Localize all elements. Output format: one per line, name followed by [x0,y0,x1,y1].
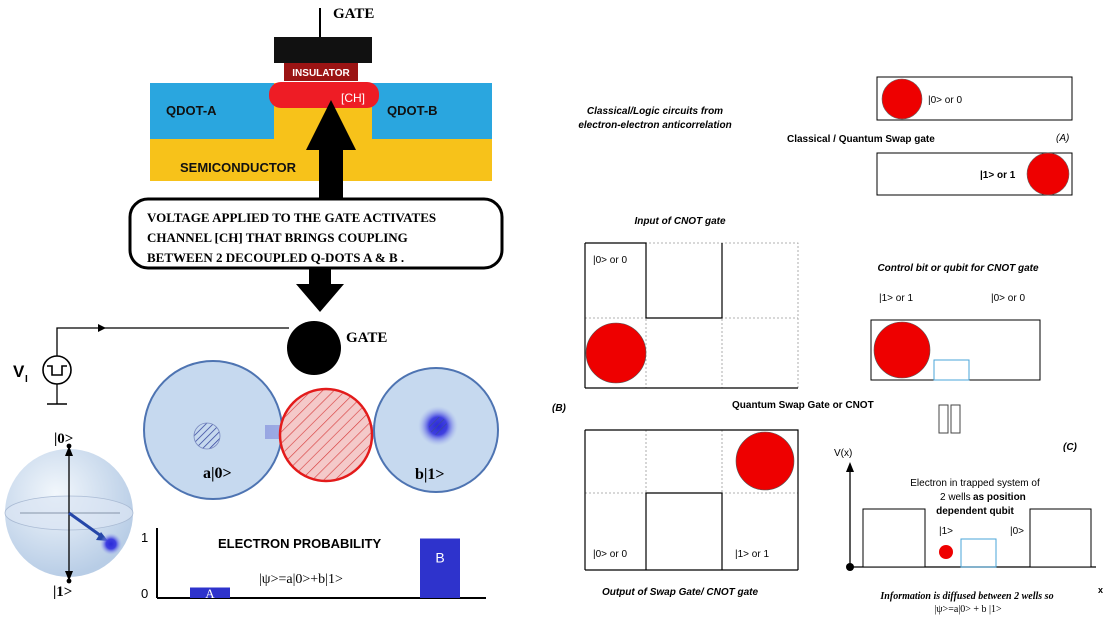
electron-a-hatched [193,422,221,450]
cnot-panel: Input of CNOT gate |0> or 0 Control bit … [552,216,1041,598]
state-a-label: a|0> [203,465,232,482]
well-state0-label: |0> [1010,526,1024,537]
well-empty-site [960,538,997,568]
prob-bar-b [420,538,460,598]
prob-y-bottom: 0 [141,586,148,601]
well-barrier-right [1029,508,1092,568]
channel-dot-hatch [281,390,371,480]
device-diagram: GATE INSULATOR [CH] QDOT-A QDOT-B SEMICO… [128,6,504,312]
wells-x-axis-label: x [1098,585,1103,595]
circuit-gate-label: GATE [346,330,387,346]
insulator-layer [284,63,358,81]
output-left-label: |0> or 0 [593,549,627,560]
bloch-bottom-label: |1> [53,584,72,600]
input-electron [585,322,647,384]
well-barrier-left [862,508,926,568]
control-1-label: |1> or 1 [879,293,913,304]
parallel-bar-right [950,404,961,434]
prob-bar-a [190,587,230,598]
well-electron [939,545,953,559]
prob-title: ELECTRON PROBABILITY [218,536,382,551]
z-axis-top-arrow [65,446,73,456]
classical-title-line1: Classical/Logic circuits from [587,106,723,117]
control-title: Control bit or qubit for CNOT gate [877,263,1039,274]
input-state-label: |0> or 0 [593,255,627,266]
insulator-label: INSULATOR [292,68,350,79]
south-pole-dot [66,578,72,584]
label-b: (B) [552,403,567,414]
wells-y-axis-arrow [846,462,854,472]
cnot-swap-title: Quantum Swap Gate or CNOT [732,400,874,411]
state-vector [68,511,105,540]
pulse-icon [47,365,67,376]
wells-desc-line3: dependent qubit [936,506,1014,517]
voltage-subscript: I [25,374,28,385]
pulse-source [42,355,72,385]
state-b-label: b|1> [415,466,445,483]
cnot-input-title: Input of CNOT gate [634,216,726,227]
prob-bar-b-label: B [435,550,444,566]
prob-y-top: 1 [141,530,148,545]
output-potential-profile [645,492,723,570]
control-electron [873,321,931,379]
gate-label: GATE [333,6,374,22]
electron-b-hatched [429,417,447,435]
activation-arrow-down [296,268,344,312]
gate-electrode [274,37,372,63]
gate-node [287,321,341,375]
swap-state1-label: |1> or 1 [980,170,1016,181]
semiconductor-label: SEMICONDUCTOR [180,160,297,175]
qdot-b-label: QDOT-B [387,103,438,118]
output-title: Output of Swap Gate/ CNOT gate [602,587,759,598]
swap-gate-title: Classical / Quantum Swap gate [787,134,935,145]
swap-gate-panel: Classical/Logic circuits from electron-e… [578,76,1073,196]
double-well-panel: V(x) (C) x Electron in trapped system of… [834,442,1103,615]
prob-formula: |ψ>=a|0>+b|1> [259,572,343,587]
qdot-a-label: QDOT-A [166,103,217,118]
channel-label: [CH] [341,91,365,105]
voltage-label: V [13,362,25,381]
output-right-label: |1> or 1 [735,549,769,560]
channel-region [269,82,379,108]
well-state1-label: |1> [939,526,953,537]
probability-chart: 1 0 A B ELECTRON PROBABILITY |ψ>=a|0>+b|… [141,528,486,601]
label-c: (C) [1063,442,1078,453]
qubit-circuit: GATE V I a|0> b|1> [13,321,499,500]
activation-arrow-up [306,100,356,198]
wells-y-axis-label: V(x) [834,448,852,459]
control-0-label: |0> or 0 [991,293,1025,304]
circuit-wire [56,327,289,358]
electron-state-0 [881,78,923,120]
label-a: (A) [1056,133,1069,144]
qdot-a-region [150,83,274,139]
input-potential-profile [585,242,723,319]
prob-bar-a-label: A [205,586,215,601]
output-top-edge [585,429,799,570]
callout-line-1: VOLTAGE APPLIED TO THE GATE ACTIVATES [147,210,436,225]
wells-origin [846,563,854,571]
wells-info-line2: |ψ>=a|0> + b |1> [934,604,1002,615]
wells-desc-line1: Electron in trapped system of [910,478,1040,489]
electron-state-1 [1026,152,1070,196]
qdot-b-region [372,83,492,139]
current-direction-arrow [98,324,106,332]
wells-desc-line2b: as position [973,492,1026,503]
north-pole-dot [66,443,72,449]
wells-info-line1: Information is diffused between 2 wells … [879,591,1053,602]
callout-line-3: BETWEEN 2 DECOUPLED Q-DOTS A & B . [147,250,404,265]
bloch-sphere: |0> |1> [4,431,134,600]
parallel-bar-left [938,404,949,434]
output-electron [735,431,795,491]
classical-title-line2: electron-electron anticorrelation [578,120,731,131]
swap-state0-label: |0> or 0 [928,95,962,106]
wells-desc-line2a: 2 wells [940,492,971,503]
bloch-top-label: |0> [54,431,73,447]
z-axis-bottom-arrow [65,571,73,581]
control-empty-well [933,359,970,381]
state-vector-point [100,533,122,555]
callout-line-2: CHANNEL [CH] THAT BRINGS COUPLING [147,230,408,245]
